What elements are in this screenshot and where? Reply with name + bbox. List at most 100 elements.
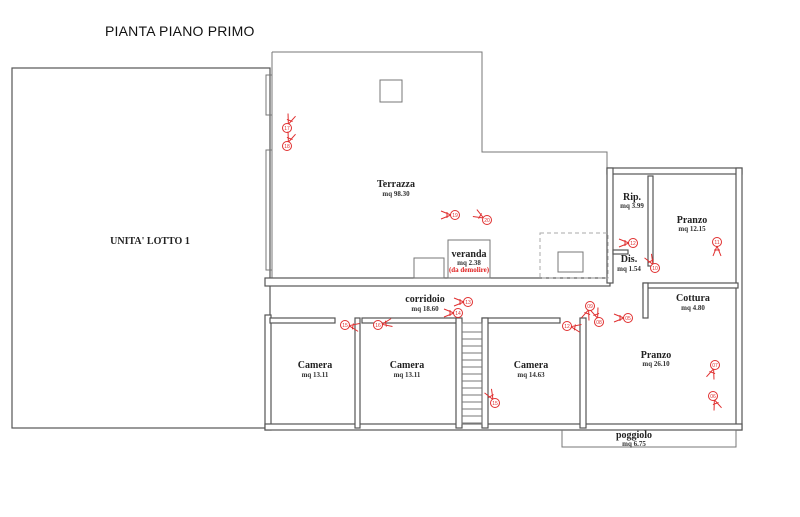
room-cottura: Cottura — [676, 293, 710, 304]
camera-view-icon — [381, 318, 393, 327]
photo-marker: 15 — [484, 388, 500, 408]
photo-marker: 15 — [340, 320, 360, 332]
photo-marker: 19 — [440, 210, 460, 220]
marker-label: 15 — [342, 323, 348, 329]
skylight — [379, 79, 403, 103]
marker-circle — [450, 210, 460, 220]
marker-circle — [340, 320, 350, 330]
marker-circle — [650, 263, 660, 273]
marker-label: 09 — [587, 304, 593, 310]
unit-lotto-1-outline — [11, 67, 271, 429]
marker-label: 10 — [652, 266, 658, 272]
photo-marker: 14 — [443, 308, 463, 318]
photo-marker: 06 — [708, 391, 722, 411]
room-camera-2-area: mq 13.11 — [394, 371, 421, 379]
photo-marker: 16 — [373, 318, 393, 330]
marker-circle — [482, 215, 492, 225]
room-veranda-area: mq 2.38 — [457, 259, 481, 267]
marker-label: 11 — [714, 240, 719, 246]
marker-circle — [453, 308, 463, 318]
marker-label: 14 — [455, 311, 461, 317]
room-camera-3-area: mq 14.63 — [517, 371, 545, 379]
marker-label: 07 — [712, 363, 718, 369]
marker-label: 13 — [465, 300, 471, 306]
photo-marker: 09 — [581, 301, 595, 321]
marker-label: 12 — [630, 241, 636, 247]
marker-label: 15 — [492, 401, 498, 407]
marker-label: 06 — [710, 394, 716, 400]
marker-circle — [594, 317, 604, 327]
poggiolo-outline — [561, 430, 737, 448]
marker-circle — [490, 398, 500, 408]
marker-label: 18 — [284, 144, 290, 150]
camera-view-icon — [453, 297, 465, 307]
room-dis-area: mq 1.54 — [617, 265, 641, 273]
camera-view-icon — [613, 313, 625, 323]
camera-view-icon — [712, 245, 722, 257]
marker-circle — [623, 313, 633, 323]
camera-view-icon — [440, 210, 452, 220]
photo-marker: 11 — [712, 237, 722, 257]
marker-circle — [628, 238, 638, 248]
room-pranzo-small: Pranzo — [677, 215, 708, 226]
room-dis: Dis. — [621, 254, 638, 265]
room-pranzo-big-area: mq 26.10 — [642, 360, 670, 368]
camera-view-icon — [590, 307, 600, 319]
marker-label: 19 — [452, 213, 458, 219]
camera-view-icon — [618, 238, 630, 248]
room-rip: Rip. — [623, 192, 642, 203]
room-cottura-area: mq 4.80 — [681, 304, 705, 312]
room-camera-1-area: mq 13.11 — [302, 371, 329, 379]
room-poggiolo: poggiolo — [616, 430, 652, 441]
photo-marker: 18 — [282, 131, 296, 151]
camera-view-icon — [570, 324, 582, 333]
room-rip-area: mq 3.99 — [620, 202, 644, 210]
marker-label: 20 — [484, 218, 490, 224]
room-pranzo-small-area: mq 12.15 — [678, 225, 706, 233]
marker-circle — [282, 141, 292, 151]
photo-marker: 05 — [613, 313, 633, 323]
marker-label: 05 — [625, 316, 631, 322]
photo-marker: 13 — [453, 297, 473, 307]
room-corridoio-area: mq 18.60 — [411, 305, 439, 313]
room-camera-3: Camera — [514, 360, 548, 371]
camera-view-icon — [286, 113, 296, 125]
marker-circle — [712, 237, 722, 247]
room-poggiolo-area: mq 6.75 — [622, 440, 646, 448]
photo-marker: 07 — [706, 360, 720, 380]
room-camera-2: Camera — [390, 360, 424, 371]
camera-view-icon — [443, 308, 455, 318]
camera-view-icon — [472, 209, 484, 219]
room-veranda-note: (da demolire) — [449, 266, 490, 274]
camera-view-icon — [348, 323, 360, 332]
camera-view-icon — [644, 253, 654, 265]
marker-label: 12 — [564, 324, 570, 330]
marker-label: 17 — [284, 126, 290, 132]
photo-marker: 10 — [644, 253, 660, 273]
photo-marker: 17 — [282, 113, 296, 133]
photo-marker: 12 — [562, 321, 582, 333]
photo-marker: 12 — [618, 238, 638, 248]
marker-circle — [710, 360, 720, 370]
camera-view-icon — [484, 388, 494, 400]
room-corridoio: corridoio — [405, 294, 444, 305]
marker-circle — [282, 123, 292, 133]
room-camera-1: Camera — [298, 360, 332, 371]
marker-label: 08 — [596, 320, 602, 326]
camera-view-icon — [712, 399, 722, 411]
photo-marker: 08 — [590, 307, 604, 327]
marker-circle — [463, 297, 473, 307]
camera-view-icon — [286, 131, 296, 143]
camera-view-icon — [581, 309, 591, 321]
marker-circle — [585, 301, 595, 311]
room-terrazza: Terrazza — [377, 179, 415, 190]
room-terrazza-area: mq 98.30 — [382, 190, 410, 198]
room-veranda: veranda — [452, 249, 487, 260]
camera-view-icon — [706, 368, 716, 380]
room-unita-lotto-1: UNITA' LOTTO 1 — [110, 236, 190, 247]
marker-label: 16 — [375, 323, 381, 329]
terrazza-outline — [272, 51, 608, 170]
marker-circle — [373, 320, 383, 330]
plan-title: PIANTA PIANO PRIMO — [105, 23, 255, 39]
